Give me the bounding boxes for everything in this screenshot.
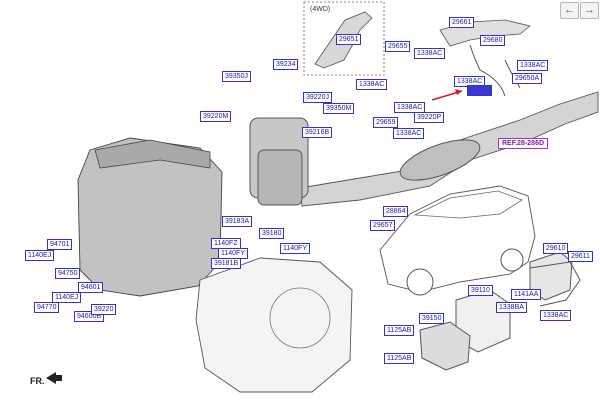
vehicle-window	[413, 190, 523, 219]
part-label[interactable]: 39216B	[302, 127, 333, 138]
engine-block	[77, 137, 223, 297]
part-label[interactable]: 1338AC	[394, 102, 426, 113]
transmission-bell	[269, 287, 331, 349]
part-label[interactable]: 1338AC	[414, 48, 446, 59]
reference-link[interactable]: REF.28-286D	[498, 138, 549, 149]
part-label[interactable]: 29659	[373, 117, 399, 128]
part-label[interactable]: 39220	[91, 304, 117, 315]
vehicle-wheel-front	[406, 268, 434, 296]
inset-box	[303, 1, 385, 76]
part-label[interactable]: 39234	[273, 59, 299, 70]
part-label[interactable]: 39150	[419, 313, 445, 324]
ecu-bracket-bottom	[419, 321, 471, 371]
part-label[interactable]: 1141AA	[511, 289, 542, 300]
part-label[interactable]: 29661	[449, 17, 475, 28]
part-label[interactable]: 94770	[34, 302, 60, 313]
transmission	[195, 257, 353, 393]
catalytic-converter	[399, 139, 481, 181]
part-label[interactable]: 1140EJ	[52, 292, 82, 303]
part-label[interactable]: 29657	[370, 220, 396, 231]
part-label[interactable]: 29655	[385, 41, 411, 52]
part-label[interactable]: 1338BA	[496, 302, 527, 313]
part-label[interactable]: 1338AC	[356, 79, 388, 90]
part-label[interactable]: 1338AC	[517, 60, 549, 71]
part-label[interactable]: 94601	[78, 282, 104, 293]
part-label[interactable]: 39350M	[323, 103, 355, 114]
forward-button[interactable]: →	[580, 2, 599, 19]
part-label[interactable]: 29650A	[512, 73, 543, 84]
part-label[interactable]: 29610	[543, 243, 569, 254]
part-label[interactable]: 1125AB	[384, 325, 415, 336]
dpf-body	[257, 149, 303, 206]
part-label[interactable]: 1338AC	[393, 128, 425, 139]
front-arrow-icon	[46, 372, 62, 384]
part-label[interactable]: 39110	[468, 285, 493, 296]
part-label[interactable]: 39220J	[303, 92, 332, 103]
inset-title: (4WD)	[310, 6, 331, 13]
vehicle-wheel-rear	[500, 248, 524, 272]
part-label[interactable]: 39220M	[200, 111, 232, 122]
part-label[interactable]: 28864	[383, 206, 409, 217]
orientation-label: FR.	[30, 376, 45, 386]
part-label[interactable]: 39180	[259, 228, 285, 239]
part-label[interactable]: 1125AB	[384, 353, 415, 364]
part-label[interactable]: 39350J	[222, 71, 251, 82]
red-pointer-arrowhead	[455, 89, 462, 95]
ecu-bracket-lower	[529, 261, 581, 307]
part-label[interactable]: 94701	[47, 239, 73, 250]
part-label[interactable]: 39183A	[222, 216, 253, 227]
engine-head	[94, 139, 211, 169]
vehicle-outline	[379, 185, 536, 293]
part-label[interactable]: 29611	[568, 251, 593, 262]
part-label[interactable]: 94600B	[74, 311, 105, 322]
part-label[interactable]: 94750	[55, 268, 81, 279]
part-label[interactable]: 29680	[480, 35, 506, 46]
part-label[interactable]: 1140FY	[280, 243, 310, 254]
part-label[interactable]: 29651	[336, 34, 362, 45]
part-label[interactable]: 1338AC	[540, 310, 572, 321]
part-label[interactable]: 1140EJ	[25, 250, 55, 261]
part-label[interactable]: 39181B	[211, 258, 242, 269]
highlighted-part-label[interactable]: 39210	[467, 85, 493, 96]
back-button[interactable]: ←	[560, 2, 579, 19]
part-label[interactable]: 39220P	[414, 112, 445, 123]
